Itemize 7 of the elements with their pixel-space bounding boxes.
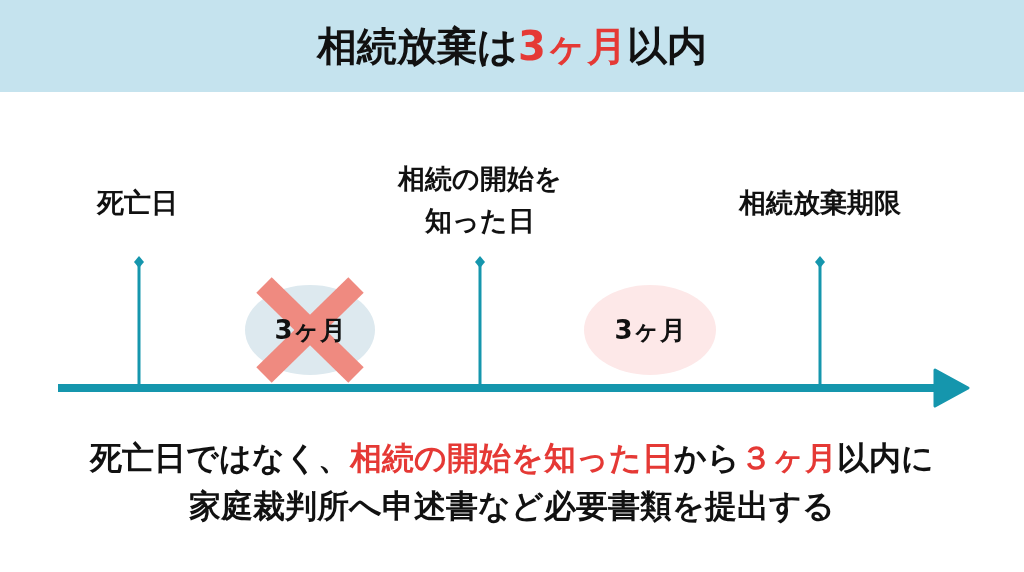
date-label: 相続の開始を知った日 [398, 163, 562, 236]
period-label: 3ヶ月 [614, 313, 686, 347]
date-label: 相続放棄期限 [739, 187, 901, 218]
period-label: 3ヶ月 [274, 313, 346, 347]
caption: 死亡日ではなく、相続の開始を知った日から３ヶ月以内に家庭裁判所へ申述書など必要書類を提出する [90, 439, 934, 525]
title: 相続放棄は3ヶ月以内 [317, 23, 707, 69]
date-label: 死亡日 [96, 187, 178, 218]
